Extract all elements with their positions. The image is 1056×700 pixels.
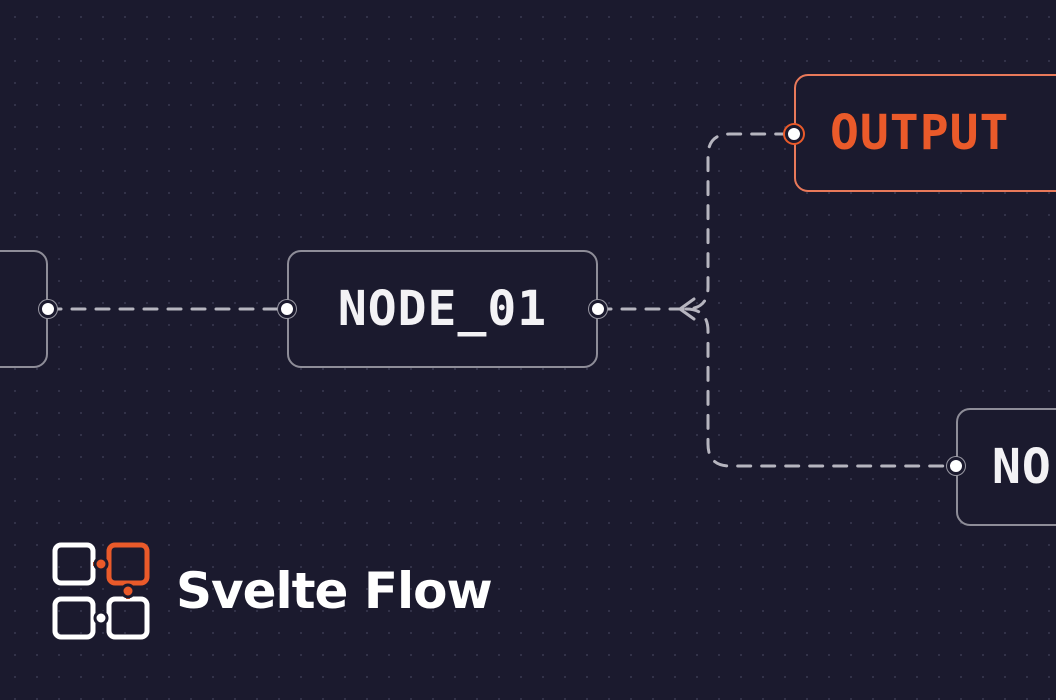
- edge-arrow-icon: [678, 297, 696, 321]
- node-01-label: NODE_01: [337, 281, 548, 337]
- node-partial[interactable]: NO: [956, 408, 1056, 526]
- handle-node-01-source[interactable]: [589, 300, 607, 318]
- handle-node-target[interactable]: [947, 457, 965, 475]
- handle-output-target[interactable]: [785, 125, 803, 143]
- svelte-flow-logo-icon: [52, 542, 150, 640]
- handle-input-source[interactable]: [39, 300, 57, 318]
- edge-node-01-to-output: [596, 132, 794, 311]
- node-partial-label: NO: [992, 439, 1052, 495]
- brand: Svelte Flow: [52, 542, 493, 640]
- node-output[interactable]: OUTPUT: [794, 74, 1056, 192]
- output-label: OUTPUT: [830, 105, 1010, 161]
- edge-node-01-to-node: [684, 307, 957, 468]
- node-node-01[interactable]: NODE_01: [287, 250, 598, 368]
- brand-name: Svelte Flow: [176, 562, 493, 620]
- handle-node-01-target[interactable]: [278, 300, 296, 318]
